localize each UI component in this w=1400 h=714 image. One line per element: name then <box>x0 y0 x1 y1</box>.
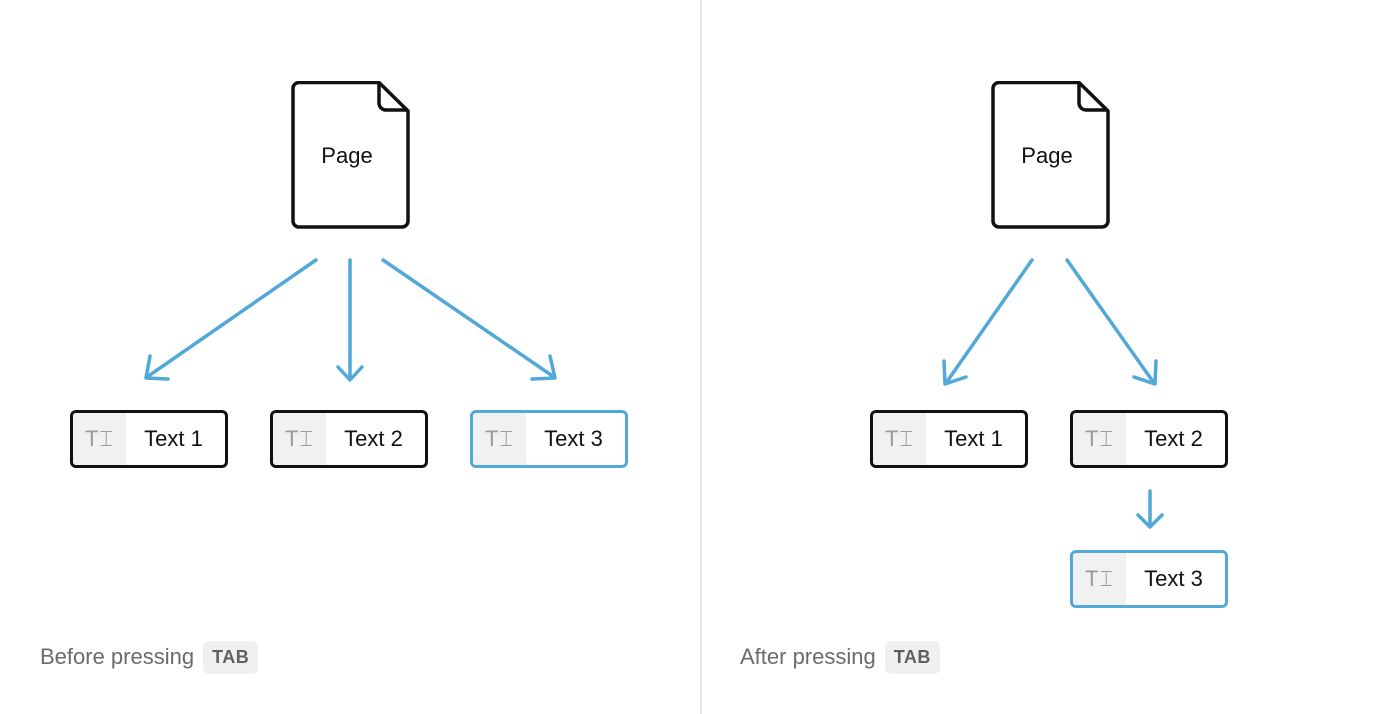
text-block-icon: T⌶ <box>1073 413 1126 465</box>
text-block-3-selected-nested[interactable]: T⌶ Text 3 <box>1070 550 1228 608</box>
caption-before: Before pressing TAB <box>40 640 259 674</box>
tab-key-badge: TAB <box>884 640 940 674</box>
page-icon: Page <box>291 81 410 229</box>
tab-key-badge: TAB <box>203 640 259 674</box>
block-label: Text 1 <box>944 426 1003 451</box>
page-icon: Page <box>991 81 1110 229</box>
arrow-page-to-text1-before <box>144 258 318 381</box>
caption-text: After pressing <box>740 644 876 669</box>
text-block-icon: T⌶ <box>273 413 326 465</box>
panel-divider <box>700 0 702 714</box>
caption-text: Before pressing <box>40 644 195 669</box>
block-label: Text 1 <box>144 426 203 451</box>
text-block-2[interactable]: T⌶ Text 2 <box>270 410 428 468</box>
page-label: Page <box>1021 143 1073 168</box>
block-label: Text 3 <box>1144 566 1203 591</box>
text-block-icon: T⌶ <box>473 413 526 465</box>
text-block-2[interactable]: T⌶ Text 2 <box>1070 410 1228 468</box>
arrow-page-to-text2-before <box>336 258 364 382</box>
text-block-3-selected[interactable]: T⌶ Text 3 <box>470 410 628 468</box>
page-label: Page <box>321 143 373 168</box>
block-label: Text 3 <box>544 426 603 451</box>
arrow-page-to-text3-before <box>381 258 557 381</box>
arrow-page-to-text2-after <box>1065 258 1158 386</box>
text-block-1[interactable]: T⌶ Text 1 <box>70 410 228 468</box>
arrow-page-to-text1-after <box>942 258 1034 386</box>
text-block-icon: T⌶ <box>873 413 926 465</box>
block-label: Text 2 <box>344 426 403 451</box>
text-block-icon: T⌶ <box>73 413 126 465</box>
arrow-text2-to-text3-after <box>1136 489 1164 529</box>
text-block-icon: T⌶ <box>1073 553 1126 605</box>
block-label: Text 2 <box>1144 426 1203 451</box>
caption-after: After pressing TAB <box>740 640 940 674</box>
text-block-1[interactable]: T⌶ Text 1 <box>870 410 1028 468</box>
